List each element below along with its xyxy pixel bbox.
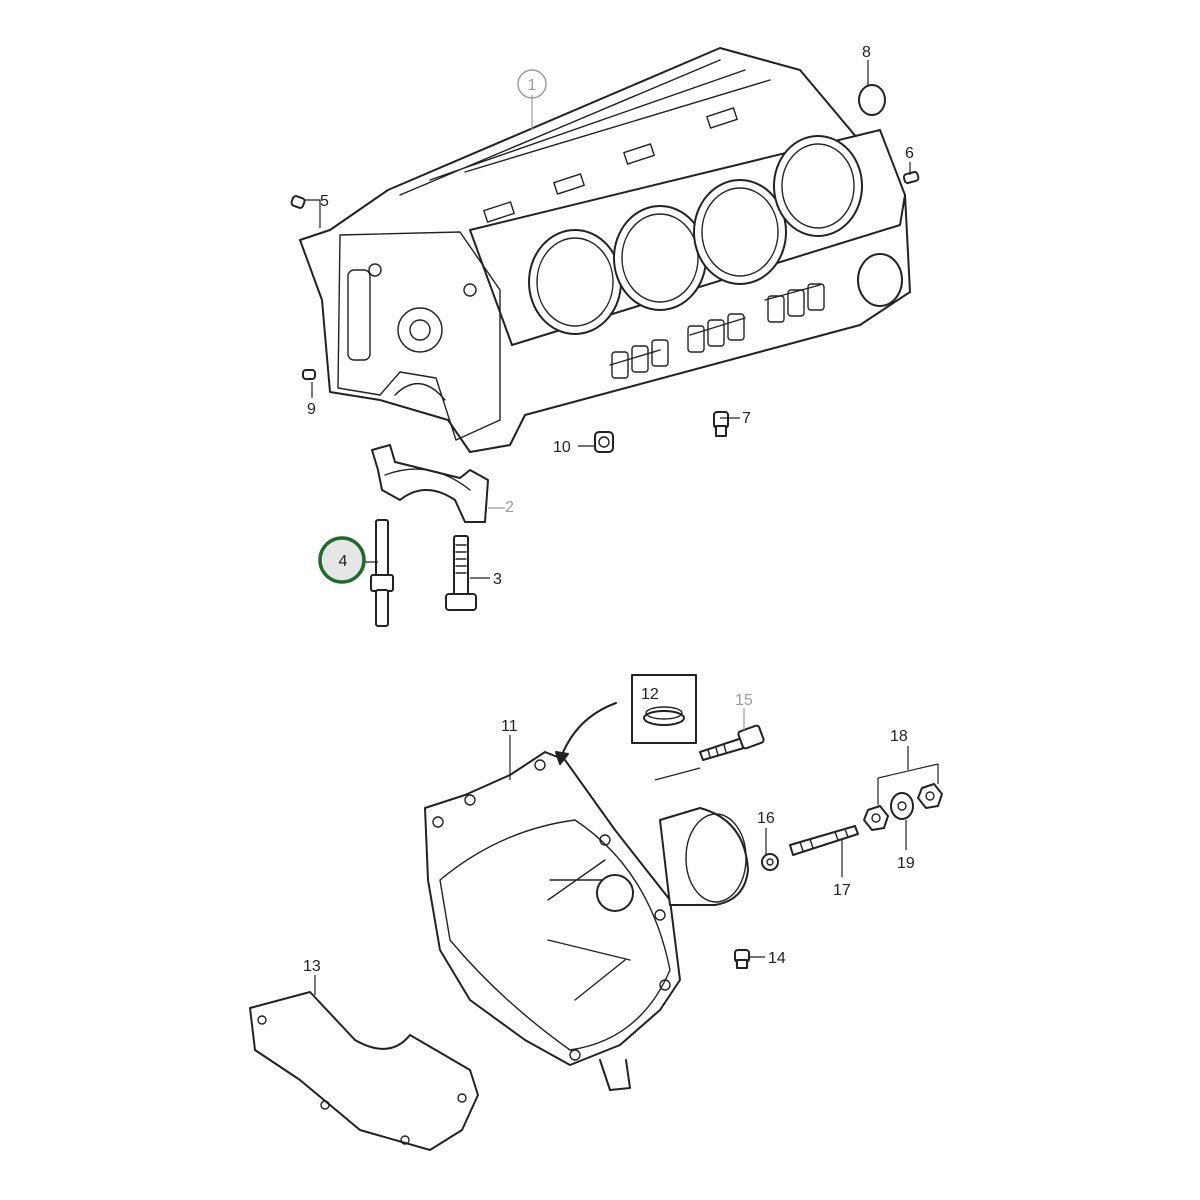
svg-text:1: 1 — [528, 77, 537, 94]
engine-block[interactable] — [299, 47, 911, 453]
nut-18a[interactable] — [863, 805, 889, 831]
callout-18: 18 — [890, 728, 908, 745]
dowel-pin-6[interactable] — [902, 170, 920, 184]
cover-plate-13[interactable] — [249, 991, 479, 1151]
callout-8: 8 — [862, 44, 871, 61]
main-bearing-bolt[interactable] — [445, 535, 477, 611]
plug-10[interactable] — [594, 431, 614, 453]
leader-lines — [305, 60, 939, 995]
callout-19: 19 — [897, 855, 915, 872]
stud-17[interactable] — [789, 825, 859, 856]
plug-7[interactable] — [713, 411, 729, 437]
callout-15: 15 — [735, 692, 753, 709]
callout-17: 17 — [833, 882, 851, 899]
callout-1: 1 — [517, 69, 547, 99]
callout-9: 9 — [307, 401, 316, 418]
main-bearing-cap[interactable] — [371, 444, 489, 523]
callout-6: 6 — [905, 145, 914, 162]
callout-7: 7 — [742, 410, 751, 427]
callout-10: 10 — [553, 439, 571, 456]
washer-16[interactable] — [761, 853, 779, 871]
dowel-pin-5[interactable] — [290, 195, 306, 209]
callout-4-highlighted[interactable]: 4 — [318, 536, 366, 584]
callout-14: 14 — [768, 950, 786, 967]
svg-text:4: 4 — [339, 553, 348, 570]
washer-19[interactable] — [890, 792, 914, 820]
main-bearing-stud[interactable] — [370, 519, 394, 627]
callout-3: 3 — [493, 571, 502, 588]
screw-14[interactable] — [734, 949, 750, 969]
plug-8[interactable] — [858, 84, 886, 116]
dowel-pin-9[interactable] — [302, 369, 316, 380]
callout-13: 13 — [303, 958, 321, 975]
callout-2: 2 — [505, 499, 514, 516]
callout-11: 11 — [501, 718, 518, 735]
callout-12: 12 — [641, 686, 659, 703]
nut-18b[interactable] — [917, 783, 943, 809]
callout-16: 16 — [757, 810, 775, 827]
callout-5: 5 — [320, 193, 329, 210]
flywheel-housing[interactable] — [424, 751, 749, 1091]
bushing-detail-box[interactable] — [555, 674, 697, 765]
housing-bolt-15[interactable] — [699, 724, 765, 761]
